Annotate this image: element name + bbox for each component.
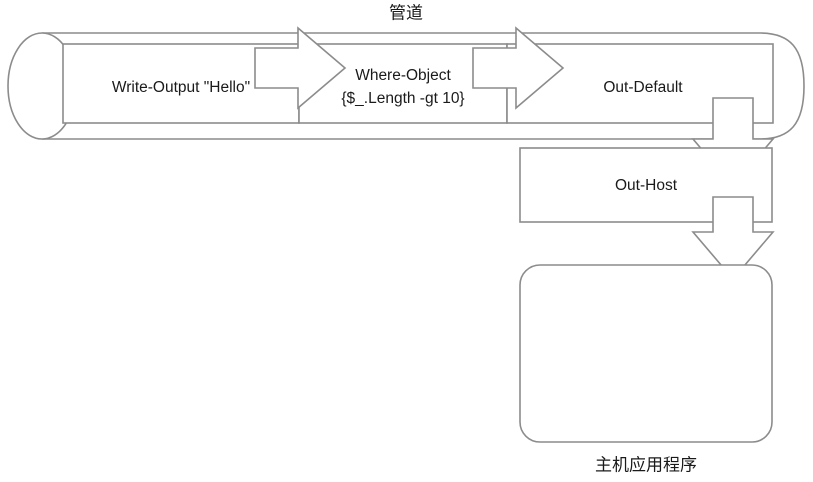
- pipeline-title: 管道: [389, 3, 423, 22]
- pipe-arrow-where-to-default: [472, 26, 565, 110]
- where-object-label-line2: {$_.Length -gt 10}: [341, 90, 464, 107]
- where-object-label-line1: Where-Object: [355, 67, 451, 84]
- host-application-box[interactable]: [519, 264, 773, 443]
- out-host-box[interactable]: Out-Host: [519, 147, 773, 223]
- write-output-label: Write-Output "Hello": [112, 79, 250, 96]
- flow-arrow-host-to-application: [691, 196, 775, 281]
- out-default-label: Out-Default: [603, 79, 683, 96]
- pipe-arrow-write-to-where: [254, 26, 347, 110]
- out-host-label: Out-Host: [615, 177, 678, 194]
- host-application-label: 主机应用程序: [595, 455, 697, 474]
